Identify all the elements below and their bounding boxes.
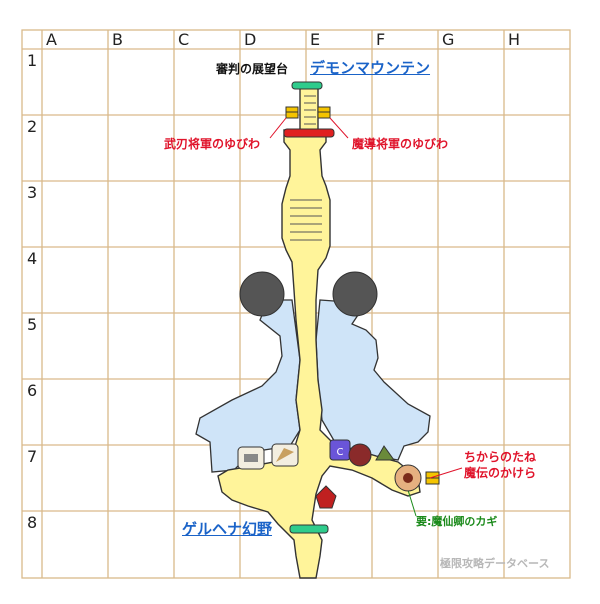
watermark: 極限攻略データベース — [440, 557, 550, 570]
column-label-c: C — [178, 30, 190, 49]
monster-icon[interactable] — [315, 485, 337, 509]
treasure-chest-icon[interactable] — [317, 106, 331, 119]
monster-icon[interactable] — [348, 443, 372, 467]
barrier-icon — [283, 128, 335, 138]
key-pointer — [407, 489, 417, 517]
monster-icon[interactable]: C — [329, 439, 351, 461]
item-label-key: 要:魔仙卿のカギ — [416, 515, 498, 528]
row-label-3: 3 — [27, 183, 38, 202]
ring-pointer-icon — [269, 117, 463, 479]
column-label-a: A — [46, 30, 57, 49]
column-label-h: H — [508, 30, 521, 49]
monster-icon[interactable] — [237, 446, 265, 470]
item-label-fragment: 魔伝のかけら — [464, 466, 537, 480]
row-label-1: 1 — [27, 51, 38, 70]
rock-icon — [239, 271, 285, 317]
treasure-chest-icon[interactable] — [425, 471, 440, 485]
column-label-e: E — [310, 30, 321, 49]
row-label-2: 2 — [27, 117, 38, 136]
row-label-4: 4 — [27, 249, 38, 268]
item-label-left-ring: 武刃将軍のゆびわ — [164, 137, 261, 151]
stairs-bottom-icon[interactable] — [289, 524, 329, 534]
monster-icon[interactable] — [375, 445, 395, 461]
item-label-right-ring: 魔導将軍のゆびわ — [352, 137, 449, 151]
monster-icon[interactable] — [394, 464, 422, 492]
link-bottom-destination[interactable]: ゲルヘナ幻野 — [182, 520, 273, 538]
stairs-top-icon[interactable] — [291, 81, 323, 90]
link-top-destination[interactable]: デモンマウンテン — [310, 59, 431, 77]
column-label-g: G — [442, 30, 455, 49]
monster-icon[interactable] — [271, 443, 299, 467]
row-label-5: 5 — [27, 315, 38, 334]
column-label-f: F — [376, 30, 386, 49]
column-label-d: D — [244, 30, 257, 49]
column-label-b: B — [112, 30, 123, 49]
row-label-6: 6 — [27, 381, 38, 400]
tower-steps — [290, 95, 322, 241]
water-area — [195, 299, 431, 473]
place-label-top: 審判の展望台 — [216, 62, 289, 76]
treasure-chest-icon[interactable] — [285, 106, 299, 119]
rock-icon — [332, 271, 378, 317]
row-label-8: 8 — [27, 513, 38, 532]
svg-text:C: C — [337, 447, 344, 458]
item-label-seed: ちからのたね — [464, 450, 537, 464]
row-label-7: 7 — [27, 447, 38, 466]
